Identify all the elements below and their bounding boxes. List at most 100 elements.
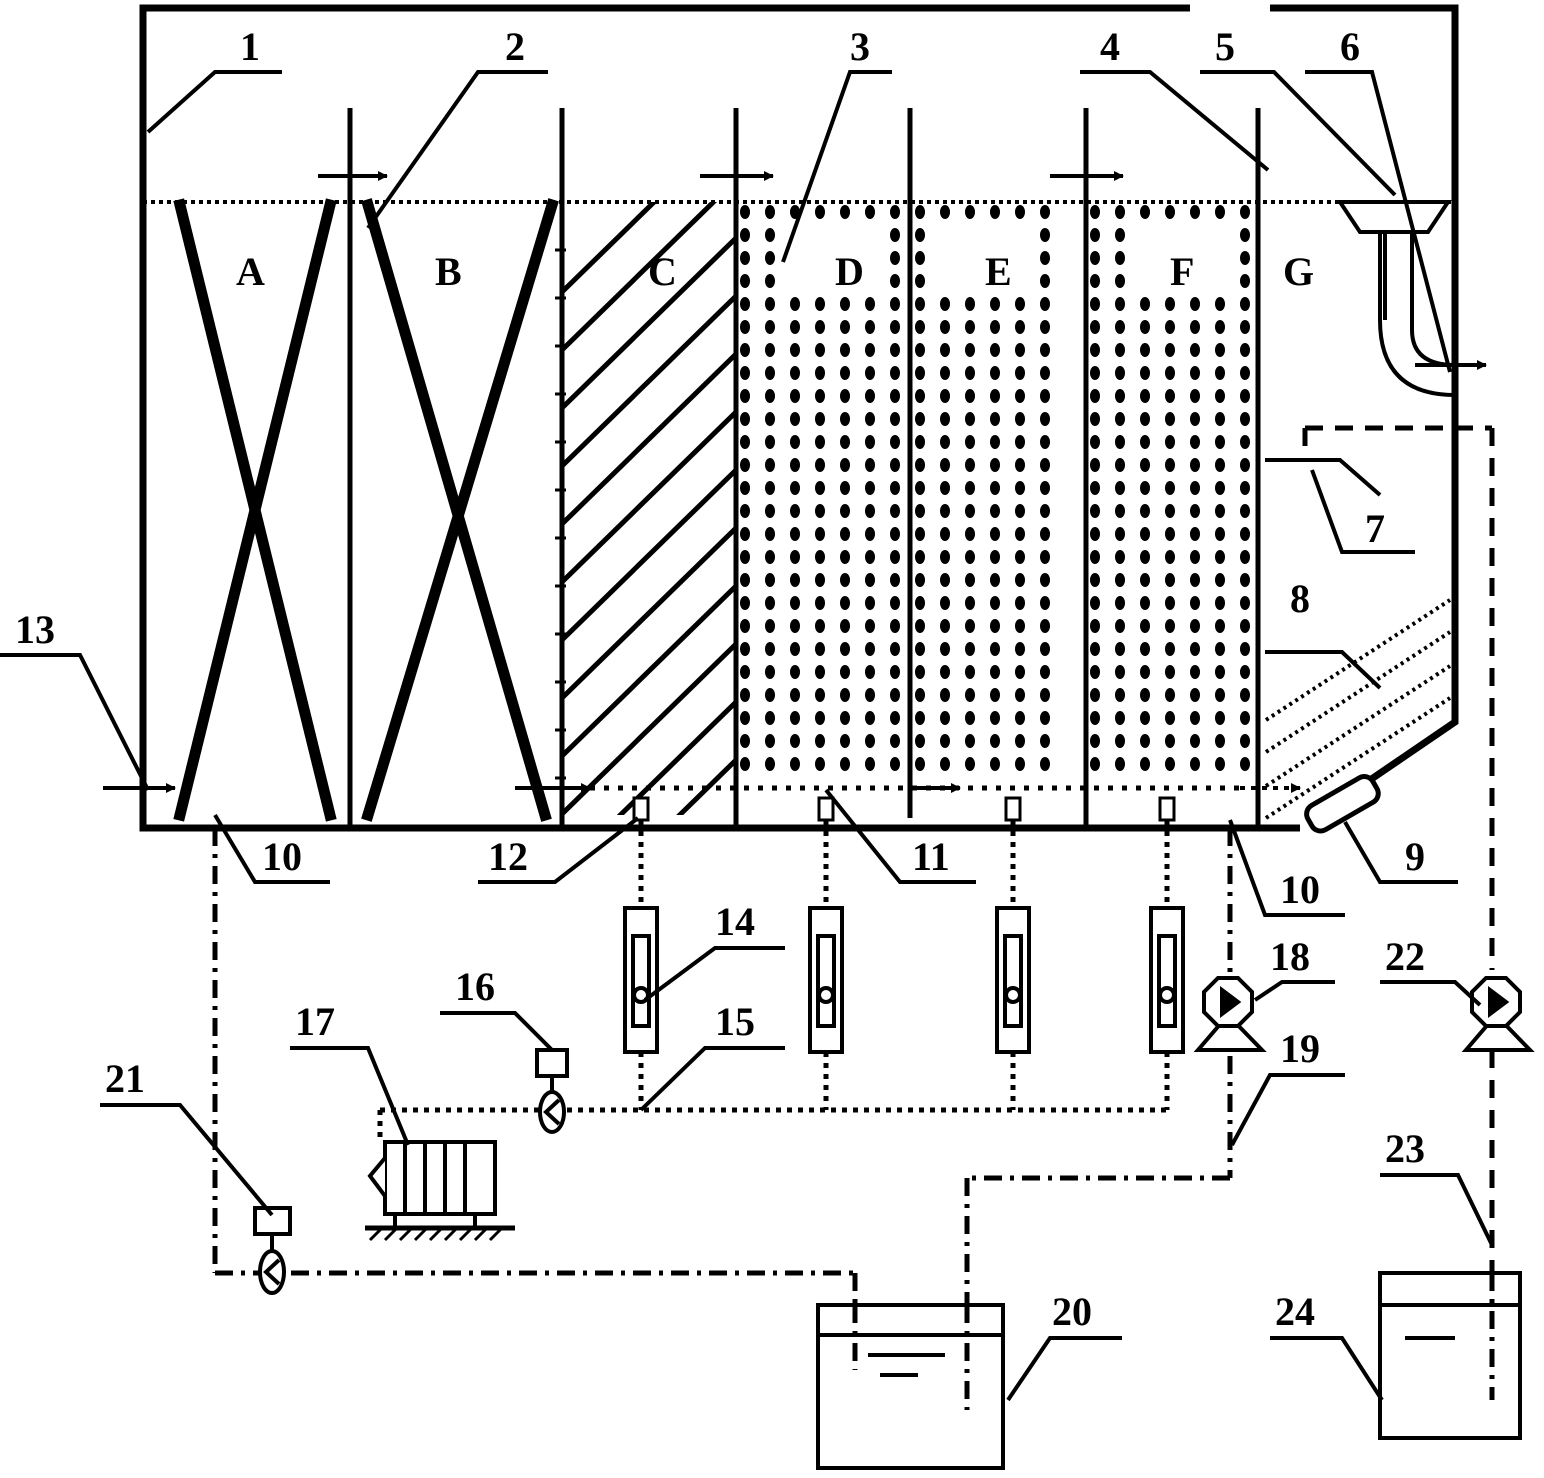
media-dot [865,688,875,702]
media-dot [1165,458,1175,472]
media-dot [790,688,800,702]
media-dot [965,757,975,771]
media-dot [815,596,825,610]
media-dot [1190,458,1200,472]
media-dot [990,711,1000,725]
media-dot [815,757,825,771]
media-dot [1090,665,1100,679]
media-dot [1165,297,1175,311]
media-dot [1215,389,1225,403]
media-dot [815,412,825,426]
media-dot [1015,596,1025,610]
media-dot [965,412,975,426]
dosing-pump [1461,976,1535,1052]
media-dot [1165,343,1175,357]
media-dot [940,366,950,380]
media-dot [840,320,850,334]
media-dot [1140,481,1150,495]
media-dot [1240,320,1250,334]
media-dot [1090,619,1100,633]
media-dot [865,734,875,748]
media-dot [965,389,975,403]
media-dot [1215,527,1225,541]
media-dot [1115,412,1125,426]
media-dot [1040,757,1050,771]
hatch-line [562,584,736,758]
media-dot [740,757,750,771]
media-dot [1215,320,1225,334]
media-dot [990,435,1000,449]
media-dot [1015,527,1025,541]
media-dot [1115,504,1125,518]
media-dot [1090,297,1100,311]
media-dot [1040,504,1050,518]
media-dot [915,481,925,495]
media-dot [765,251,775,265]
media-dot [1115,274,1125,288]
media-dot [915,389,925,403]
media-dot [1040,343,1050,357]
media-dot [1140,366,1150,380]
label-9: 9 [1405,834,1425,879]
label-17: 17 [295,999,335,1044]
media-dot [1240,642,1250,656]
return-valve [253,1206,292,1295]
media-dot [840,205,850,219]
media-dot [1140,527,1150,541]
media-dot [1090,435,1100,449]
media-dot [790,435,800,449]
media-dot [1040,642,1050,656]
media-dot [1090,320,1100,334]
media-dot [1015,458,1025,472]
media-dot [765,527,775,541]
media-dot [990,573,1000,587]
media-dot [740,435,750,449]
media-dot [1240,481,1250,495]
media-dot [1090,734,1100,748]
media-dot [1190,412,1200,426]
media-dot [765,320,775,334]
media-dot [740,642,750,656]
media-dot [1190,389,1200,403]
media-dot [965,504,975,518]
media-dot [1140,435,1150,449]
label-10-right: 10 [1280,867,1320,912]
media-dot [790,412,800,426]
media-dot [740,665,750,679]
media-dot [1165,734,1175,748]
media-dot [1240,527,1250,541]
media-dot [890,642,900,656]
media-dot [1090,527,1100,541]
media-dot [740,504,750,518]
media-dot [865,619,875,633]
hatch-packing-c [555,202,736,815]
media-dot [890,550,900,564]
media-dot [740,389,750,403]
media-dot [1115,688,1125,702]
flowmeter [1149,906,1185,1054]
media-dot [865,596,875,610]
media-dot [990,688,1000,702]
zone-a-label: A [236,249,265,294]
media-dot [1240,734,1250,748]
label-5: 5 [1215,24,1235,69]
media-dot [815,550,825,564]
media-dot [1015,343,1025,357]
media-dot [915,711,925,725]
media-dot [1190,435,1200,449]
zone-e-label: E [985,249,1012,294]
media-dot [865,297,875,311]
media-dot [1015,435,1025,449]
media-dot [915,596,925,610]
media-dot [1090,389,1100,403]
media-dot [940,205,950,219]
media-dot [965,665,975,679]
label-12: 12 [488,834,528,879]
media-dot [865,412,875,426]
media-dot [890,320,900,334]
media-dot [1090,458,1100,472]
media-dot [890,596,900,610]
media-dot [940,389,950,403]
label-4: 4 [1100,24,1120,69]
